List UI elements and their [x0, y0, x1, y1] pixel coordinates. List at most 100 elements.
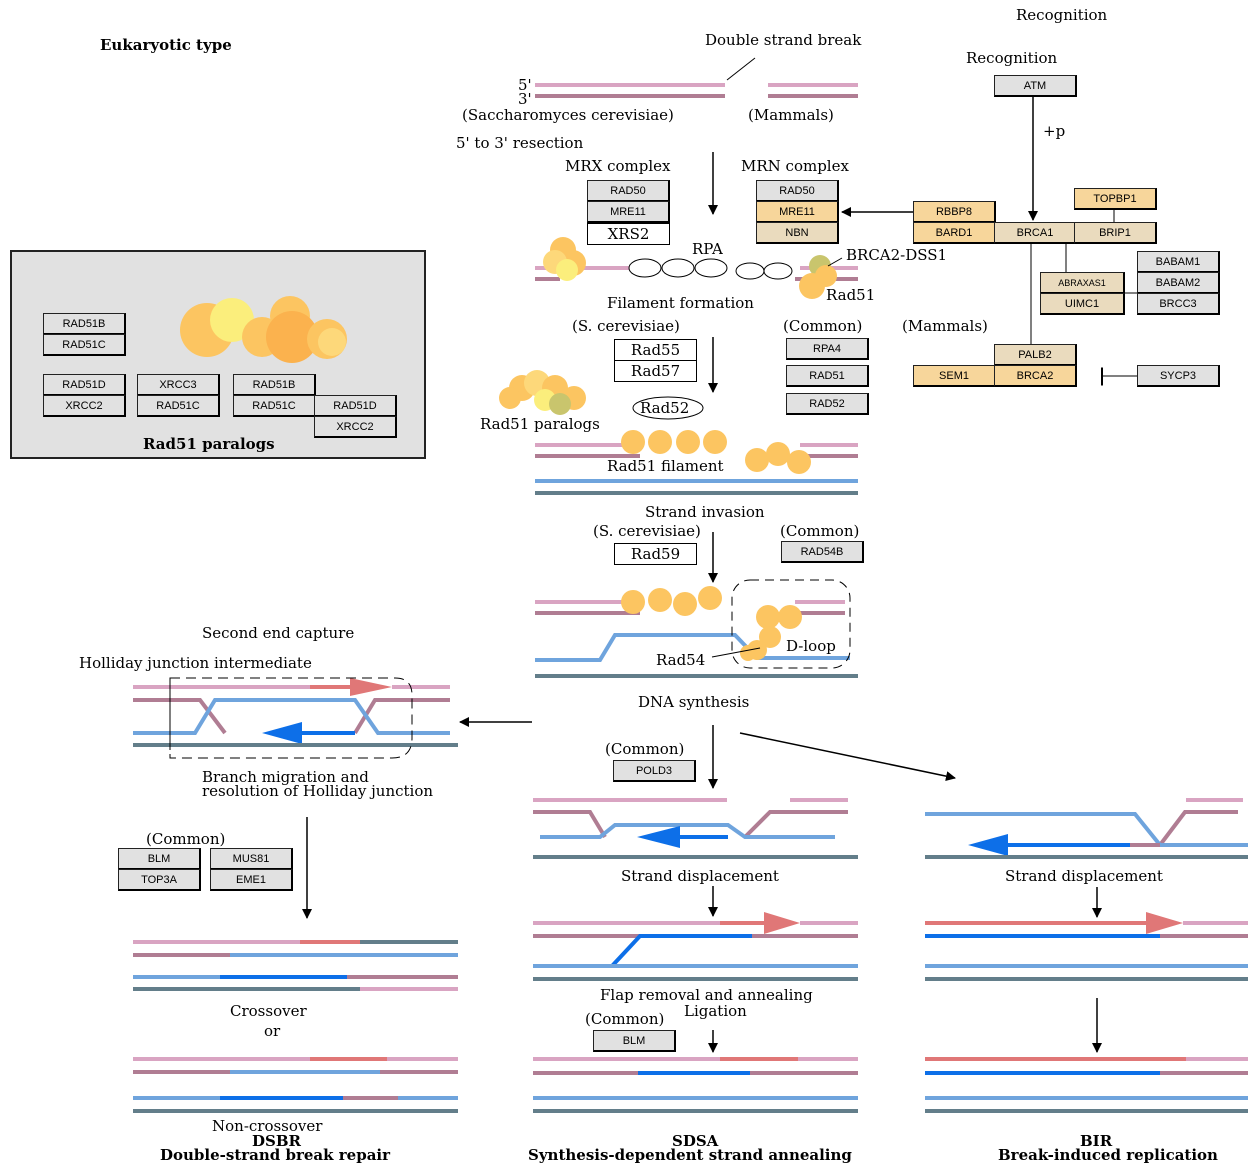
gene-eme1[interactable]: EME1	[210, 869, 293, 891]
gene-sem1[interactable]: SEM1	[913, 365, 996, 387]
gene-rad57[interactable]: Rad57	[614, 360, 697, 382]
gene-blm-2[interactable]: BLM	[593, 1030, 676, 1052]
noncrossover-strands	[133, 1057, 458, 1113]
gene-brcc3[interactable]: BRCC3	[1137, 293, 1220, 315]
sdsa-stage2	[533, 912, 858, 981]
common-label-4: (Common)	[146, 830, 226, 848]
paralog-rad51c-3[interactable]: RAD51C	[233, 395, 316, 417]
page-type-title: Eukaryotic type	[100, 36, 232, 54]
gene-palb2[interactable]: PALB2	[994, 344, 1077, 366]
bir-stage3	[925, 1057, 1248, 1113]
filament-formation-label: Filament formation	[607, 294, 754, 312]
common-label-5: (Common)	[585, 1010, 665, 1028]
gene-rad51[interactable]: RAD51	[786, 365, 869, 387]
rad52-oval-label: Rad52	[640, 399, 690, 417]
paralog-cluster-graphic	[180, 296, 347, 363]
gene-rad52[interactable]: RAD52	[786, 393, 869, 415]
gene-mus81[interactable]: MUS81	[210, 848, 293, 870]
rad51-paralogs-label: Rad51 paralogs	[480, 415, 600, 433]
sdsa-stage1	[533, 798, 858, 859]
paralog-xrcc2-1[interactable]: XRCC2	[43, 395, 126, 417]
gene-rad54b[interactable]: RAD54B	[781, 541, 864, 563]
strand-invasion-label: Strand invasion	[645, 503, 765, 521]
s-cerevisiae-label-2: (S. cerevisiae)	[593, 522, 701, 540]
crossover-strands	[133, 940, 458, 991]
gene-mrx-rad50[interactable]: RAD50	[587, 180, 670, 202]
paralog-rad51c-1[interactable]: RAD51C	[43, 334, 126, 356]
bir-stage2	[925, 912, 1248, 981]
dloop-strands	[535, 579, 858, 678]
paralog-xrcc3[interactable]: XRCC3	[137, 374, 220, 396]
sdsa-abbr: SDSA	[672, 1132, 719, 1150]
rpa-label: RPA	[692, 240, 723, 258]
gene-mrx-mre11[interactable]: MRE11	[587, 201, 670, 223]
saccharomyces-label: (Saccharomyces cerevisiae)	[462, 106, 674, 124]
gene-rbbp8[interactable]: RBBP8	[913, 201, 996, 223]
mrx-complex-label: MRX complex	[565, 157, 671, 175]
gene-uimc1[interactable]: UIMC1	[1040, 293, 1125, 315]
branch-migration-label-1: Branch migration and	[202, 768, 369, 786]
paralog-xrcc2-2[interactable]: XRCC2	[314, 416, 397, 438]
protein-clusters	[499, 370, 704, 420]
gene-pold3[interactable]: POLD3	[613, 760, 696, 782]
non-crossover-label: Non-crossover	[212, 1117, 323, 1135]
bir-full: Break-induced replication	[998, 1146, 1218, 1164]
brca2-dss1-label: BRCA2-DSS1	[846, 246, 948, 264]
sdsa-stage3	[533, 1057, 858, 1113]
gene-top3a[interactable]: TOP3A	[118, 869, 201, 891]
gene-atm[interactable]: ATM	[994, 75, 1077, 97]
gene-xrs2[interactable]: XRS2	[587, 223, 670, 245]
or-label: or	[264, 1022, 281, 1040]
strand-displacement-label-1: Strand displacement	[621, 867, 779, 885]
gene-brca1[interactable]: BRCA1	[994, 222, 1077, 244]
dsbr-abbr: DSBR	[252, 1132, 301, 1150]
gene-blm-1[interactable]: BLM	[118, 848, 201, 870]
gene-bard1[interactable]: BARD1	[913, 222, 996, 244]
sycp3-inhibition-bar	[1101, 368, 1103, 385]
gene-topbp1[interactable]: TOPBP1	[1074, 188, 1157, 210]
second-end-capture-label: Second end capture	[202, 624, 355, 642]
gene-babam2[interactable]: BABAM2	[1137, 272, 1220, 294]
gene-rad55[interactable]: Rad55	[614, 339, 697, 361]
gene-brca2[interactable]: BRCA2	[994, 365, 1077, 387]
gene-mrn-rad50[interactable]: RAD50	[756, 180, 839, 202]
rad54-label: Rad54	[656, 651, 706, 669]
common-label-2: (Common)	[780, 522, 860, 540]
paralog-rad51b-1[interactable]: RAD51B	[43, 313, 126, 335]
common-label-3: (Common)	[605, 740, 685, 758]
holliday-intermediate-label: Holliday junction intermediate	[79, 654, 312, 672]
paralog-rad51d-1[interactable]: RAD51D	[43, 374, 126, 396]
main-arrows	[302, 97, 1102, 1053]
holliday-strands	[133, 677, 458, 759]
recognition-top-label: Recognition	[1016, 6, 1108, 24]
rad51-label: Rad51	[826, 286, 876, 304]
five-prime-label: 5'	[518, 76, 532, 94]
rpa-filament	[535, 237, 858, 299]
paralog-rad51b-2[interactable]: RAD51B	[233, 374, 316, 396]
dsbr-full: Double-strand break repair	[160, 1146, 391, 1164]
d-loop-label: D-loop	[786, 637, 836, 655]
panel-title: Rad51 paralogs	[143, 435, 275, 453]
gene-sycp3[interactable]: SYCP3	[1137, 365, 1220, 387]
dna-synthesis-label: DNA synthesis	[638, 693, 750, 711]
phosphorylation-label: +p	[1043, 122, 1066, 140]
gene-nbn[interactable]: NBN	[756, 222, 839, 244]
gene-babam1[interactable]: BABAM1	[1137, 251, 1220, 273]
paralog-rad51d-2[interactable]: RAD51D	[314, 395, 397, 417]
gene-rpa4[interactable]: RPA4	[786, 338, 869, 360]
gene-brip1[interactable]: BRIP1	[1074, 222, 1157, 244]
common-label-1: (Common)	[783, 317, 863, 335]
rad51-filament-label: Rad51 filament	[607, 457, 724, 475]
gene-mrn-mre11[interactable]: MRE11	[756, 201, 839, 223]
dsb-strands	[535, 57, 858, 98]
branch-migration-label-2: resolution of Holliday junction	[202, 782, 434, 800]
gene-abraxas1[interactable]: ABRAXAS1	[1040, 272, 1125, 294]
mammals-label: (Mammals)	[748, 106, 834, 124]
paralog-rad51c-2[interactable]: RAD51C	[137, 395, 220, 417]
three-prime-label: 3'	[518, 90, 532, 108]
bir-stage1	[925, 798, 1248, 859]
double-strand-break-label: Double strand break	[705, 31, 862, 49]
gene-rad59[interactable]: Rad59	[614, 543, 697, 565]
